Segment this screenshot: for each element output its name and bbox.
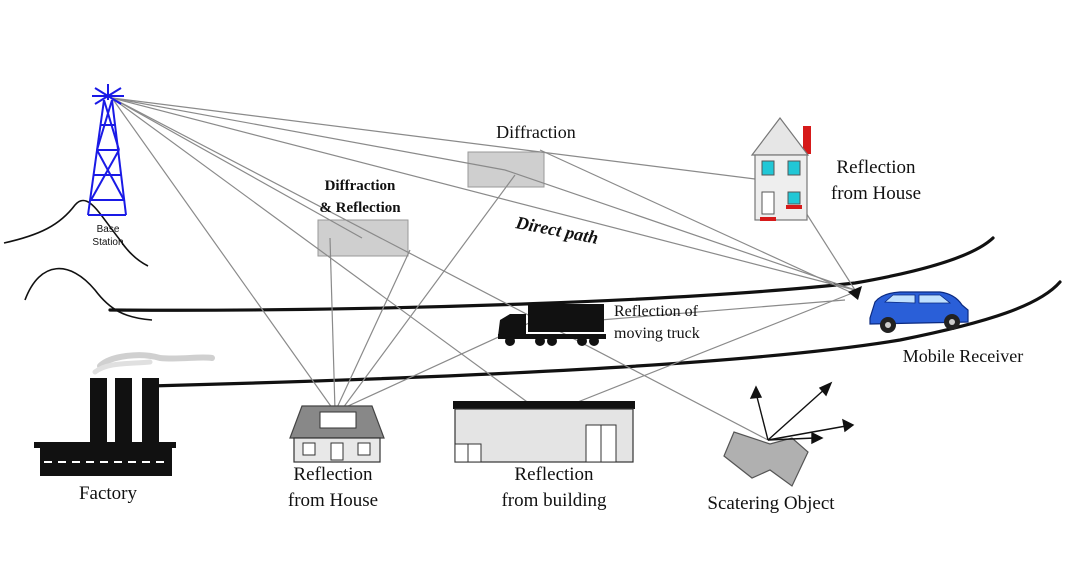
diffraction-label: Diffraction [496,122,576,142]
reflection-truck-label-line2: moving truck [614,325,700,342]
propagation-rays [111,97,856,441]
diffraction-reflection-obstacle [317,219,409,257]
scatter-arrows [749,381,855,445]
building-icon [453,401,635,463]
scattering-object-icon [723,431,809,487]
ray-to-diffref [111,97,363,239]
scattering-object-label: Scatering Object [707,493,835,514]
base-station-label-line1: Base [97,224,120,235]
mobile-receiver-label: Mobile Receiver [903,346,1023,366]
diffraction-reflection-label-line1: Diffraction [325,178,396,194]
house-bottom-icon [289,405,385,463]
ray-truck-to-receiver [599,299,846,321]
ray-building-to-receiver [544,291,856,416]
reflection-house-top-label-line2: from House [831,183,921,204]
ray-diffraction-to-receiver [504,169,856,291]
house-top-icon [750,117,811,221]
reflection-building-label-line1: Reflection [514,464,594,485]
ray-house-top-diag [539,149,851,293]
diffraction-obstacle [467,151,545,188]
reflection-building-label-line2: from building [501,490,607,511]
ray-diffraction-down [339,174,516,413]
ray-diffref-down [329,237,336,411]
direct-path-label: Direct path [513,212,600,248]
reflection-house-top-label-line1: Reflection [836,157,916,178]
ray-house-bottom-to-obstacle [334,249,411,413]
mobile-receiver-car-icon [848,286,969,333]
ray-to-scatter [111,97,769,441]
reflection-truck-label-line1: Reflection of [614,303,699,320]
ray-to-house-top [111,97,788,184]
ray-to-diffraction [111,97,506,171]
ray-direct [111,97,856,291]
base-station-tower-icon [87,84,127,216]
reflection-house-bottom-label-line2: from House [288,490,378,511]
reflection-house-bottom-label-line1: Reflection [293,464,373,485]
diffraction-reflection-label-line2: & Reflection [319,200,401,216]
road-lower [148,280,1062,388]
moving-truck-icon [498,304,606,346]
ray-to-house-bottom [111,97,336,413]
factory-icon [34,352,215,476]
factory-label: Factory [79,483,138,504]
base-station-label-line2: Station [92,237,123,248]
road-upper [108,236,995,312]
hill-middle [24,267,153,321]
ray-to-building [111,97,546,416]
